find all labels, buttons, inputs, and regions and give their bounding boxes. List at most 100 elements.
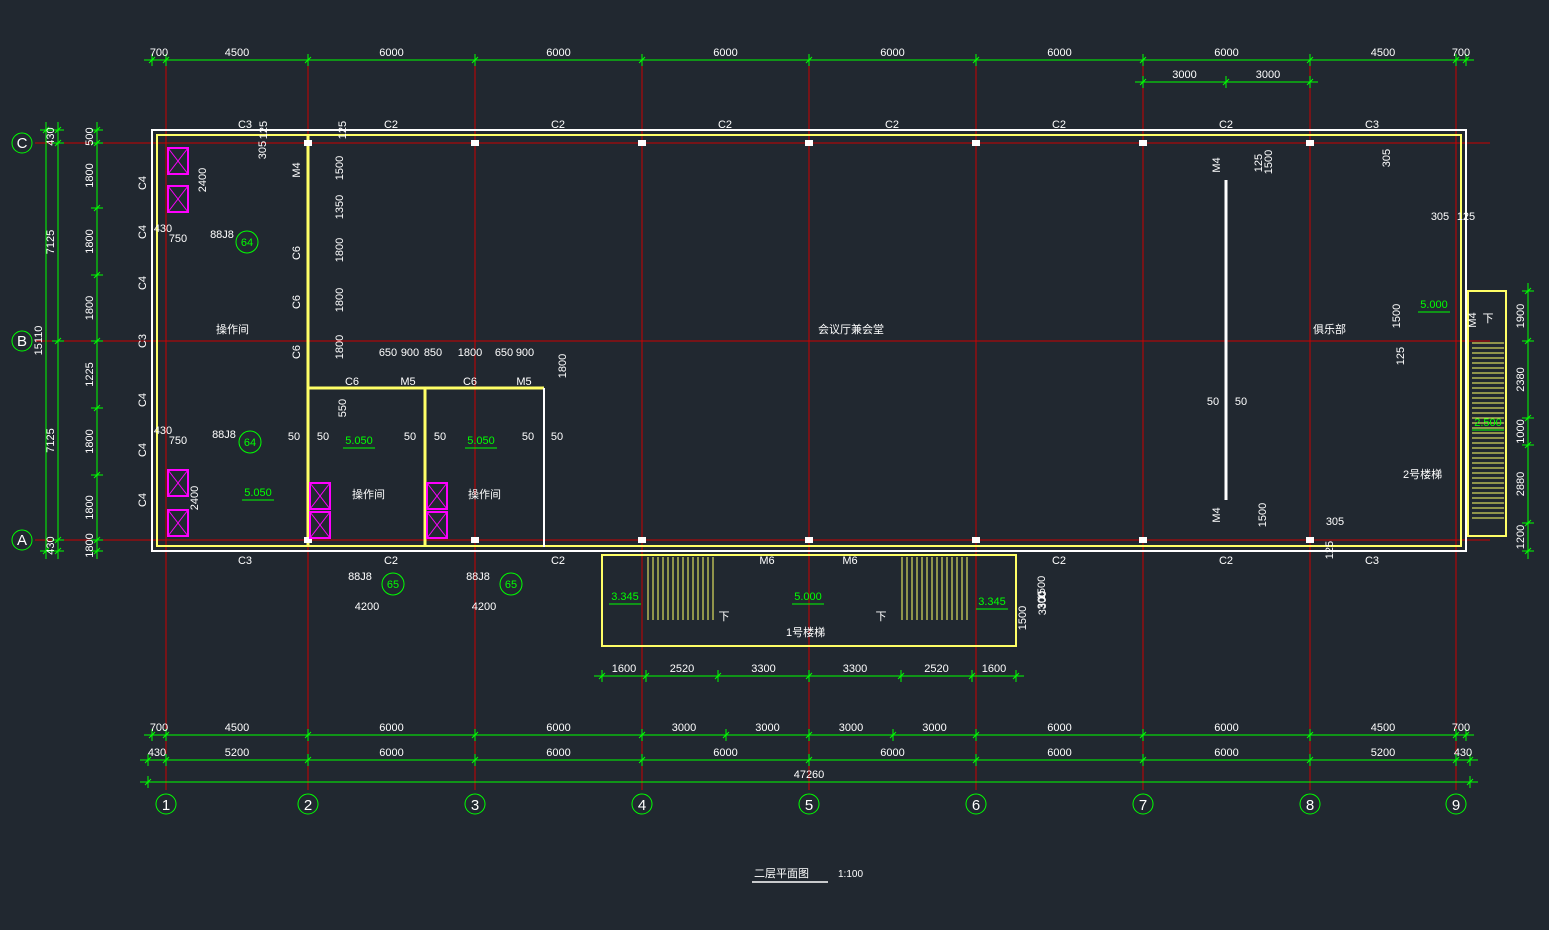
stair-direction: 下 xyxy=(876,611,887,623)
door-tag: M5 xyxy=(400,376,415,388)
detail-bubble xyxy=(499,572,523,596)
axis-bubble-label: 5 xyxy=(805,797,813,814)
axis-bubble xyxy=(631,793,653,815)
dimension-label: 1800 xyxy=(334,288,346,312)
door-tag: M4 xyxy=(291,162,303,177)
dimension-label: 1350 xyxy=(334,195,346,219)
dimension-label: 850 xyxy=(424,347,442,359)
window-tag: C6 xyxy=(291,345,303,359)
level-value: 5.050 xyxy=(467,435,495,447)
structural-column xyxy=(638,537,646,543)
dimension-label: 750 xyxy=(169,435,187,447)
dimension-label: 6000 xyxy=(1047,47,1071,59)
axis-bubble xyxy=(11,132,33,154)
dimension-label: 305 xyxy=(1326,516,1344,528)
level-value: 5.050 xyxy=(244,487,272,499)
dimension-label: 1500 xyxy=(334,156,346,180)
dimension-label: 750 xyxy=(169,233,187,245)
window-tag: C4 xyxy=(137,493,149,507)
level-value: 3.345 xyxy=(611,591,639,603)
axis-bubble-label: 7 xyxy=(1139,797,1147,814)
dimension-label: 4200 xyxy=(472,601,496,613)
dimension-label: 50 xyxy=(317,431,329,443)
window-tag: C3 xyxy=(238,555,252,567)
elevator-cross xyxy=(309,511,331,539)
dimension-label: 1500 xyxy=(1391,304,1403,328)
dimension-label: 2520 xyxy=(670,663,694,675)
window-tag: C3 xyxy=(1365,555,1379,567)
dimension-label: 305 xyxy=(1381,149,1393,167)
dimension-label: 500 xyxy=(84,0,102,3)
room-label-operation-1: 操作间 xyxy=(216,322,249,336)
dimension-label: 1500 xyxy=(1036,576,1048,600)
axis-bubble xyxy=(464,793,486,815)
dimension-label: 3000 xyxy=(672,722,696,734)
dimension-label: 6000 xyxy=(546,722,570,734)
structural-column xyxy=(1306,537,1314,543)
structural-column xyxy=(638,140,646,146)
window-tag: C6 xyxy=(345,376,359,388)
axis-bubble-label: 3 xyxy=(471,797,479,814)
dimension-label: 305 xyxy=(257,141,269,159)
outer-wall xyxy=(151,129,1467,552)
dimension-label: 6000 xyxy=(713,747,737,759)
window-tag: C2 xyxy=(384,555,398,567)
dimension-label: 700 xyxy=(1452,47,1470,59)
dimension-label: 900 xyxy=(516,347,534,359)
window-tag: C2 xyxy=(718,119,732,131)
window-tag: C4 xyxy=(137,176,149,190)
level-value: 3.345 xyxy=(978,596,1006,608)
dimension-label: 1800 xyxy=(334,238,346,262)
detail-bubble xyxy=(381,572,405,596)
dimension-label: 1200 xyxy=(1515,525,1527,549)
dimension-label: 6000 xyxy=(546,47,570,59)
structural-column xyxy=(972,537,980,543)
dimension-label: 125 xyxy=(1324,541,1336,559)
dimension-label: 50 xyxy=(288,431,300,443)
elevator-cross xyxy=(167,185,189,213)
dimension-label: 50 xyxy=(1207,396,1219,408)
dimension-label: 3000 xyxy=(922,722,946,734)
room-label-hall: 会议厅兼会堂 xyxy=(818,323,884,336)
dimension-label: 6000 xyxy=(546,747,570,759)
structural-column xyxy=(805,537,813,543)
elevator-shaft xyxy=(309,511,331,539)
room-label-operation-2: 操作间 xyxy=(352,487,385,501)
axis-grid xyxy=(11,60,1490,815)
elevator-cross xyxy=(426,482,448,510)
level-value: 5.050 xyxy=(345,435,373,447)
window-tag: C2 xyxy=(885,119,899,131)
structural-column xyxy=(471,537,479,543)
axis-bubble-label: 6 xyxy=(972,797,980,814)
dimension-label: 6000 xyxy=(1047,722,1071,734)
window-tag: C2 xyxy=(551,119,565,131)
dimension-label: 4500 xyxy=(1371,47,1395,59)
stair-2-outline xyxy=(1467,290,1507,537)
dimension-label: 1600 xyxy=(612,663,636,675)
dimension-label: 1800 xyxy=(84,429,96,453)
dimension-label: 125 xyxy=(1395,347,1407,365)
axis-bubble-label: B xyxy=(17,333,27,350)
window-tag: C3 xyxy=(1365,119,1379,131)
window-tag: C4 xyxy=(137,276,149,290)
dimension-label: 4500 xyxy=(225,47,249,59)
level-value: 2.500 xyxy=(1474,417,1502,429)
dimension-label: 305 xyxy=(1431,211,1449,223)
structural-column xyxy=(304,140,312,146)
dimension-label: 1500 xyxy=(1257,503,1269,527)
window-tag: C6 xyxy=(463,376,477,388)
axis-bubble-label: A xyxy=(17,532,27,549)
door-tag: M4 xyxy=(1467,312,1479,327)
stair-direction: 下 xyxy=(1483,313,1494,325)
axis-bubble-label: 8 xyxy=(1306,797,1314,814)
dimension-label: 1800 xyxy=(84,163,96,187)
dimension-label: 500 xyxy=(84,127,96,145)
stair-direction: 下 xyxy=(719,611,730,623)
dimension-label: 1500 xyxy=(1017,606,1029,630)
dimension-label: 6000 xyxy=(1214,747,1238,759)
dimension-label: 650 xyxy=(495,347,513,359)
room-label-stair-1: 1号楼梯 xyxy=(786,625,825,639)
detail-bubble xyxy=(238,430,262,454)
window-tag: C6 xyxy=(291,246,303,260)
